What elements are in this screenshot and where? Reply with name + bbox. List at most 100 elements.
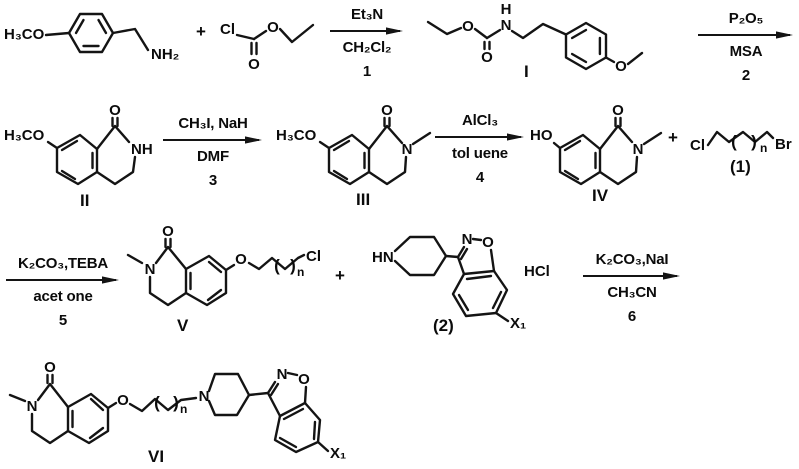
arrow-right-icon — [6, 276, 119, 284]
structure-carbamate-I: O O N H O — [426, 2, 644, 75]
repeat-n-label: n — [297, 265, 304, 279]
structure-phenol-IV: HO O N — [530, 102, 663, 186]
structure-4-methoxyphenethylamine: H₃CO NH₂ — [4, 12, 179, 63]
reagent-above: P₂O₅ — [728, 10, 764, 27]
lactam-n-label: N — [633, 141, 644, 158]
piperidine-hn-label: HN — [372, 249, 394, 266]
plus-sign: + — [335, 266, 345, 285]
hcl-salt-label: HCl — [524, 263, 550, 280]
isoxazole-n-label: N — [462, 231, 473, 248]
bonds — [393, 235, 510, 323]
ester-o-label: O — [462, 18, 474, 35]
carbonyl-o-label: O — [44, 359, 56, 376]
reaction-step-6: K₂CO₃,NaI CH₃CN 6 — [583, 251, 681, 325]
step-number: 5 — [58, 312, 68, 329]
lactam-n-label: N — [402, 141, 413, 158]
step-number: 2 — [741, 67, 751, 84]
bonds — [318, 116, 432, 186]
reagent-above: AlCl₃ — [462, 112, 498, 129]
bonds — [706, 130, 775, 147]
carbonyl-o-label: O — [162, 223, 174, 240]
hydroxy-label: HO — [530, 127, 553, 144]
step-number: 4 — [475, 169, 485, 186]
reaction-step-4: AlCl₃ tol uene 4 — [435, 112, 525, 186]
structure-ethyl-chloroformate: Cl O O — [220, 19, 315, 73]
compound-label-2: (2) — [433, 316, 454, 335]
structure-lactam-II: H₃CO O NH — [4, 102, 153, 186]
plus-sign: + — [668, 128, 678, 147]
n-methyl-n-label: N — [27, 398, 38, 415]
step-number: 6 — [627, 308, 637, 325]
carbonyl-o-label: O — [109, 102, 121, 119]
step-number: 3 — [208, 172, 218, 189]
reagent-below: tol uene — [452, 145, 508, 162]
lactam-nh-label: NH — [131, 141, 153, 158]
reaction-step-2: P₂O₅ MSA 2 — [698, 10, 794, 84]
carbonyl-o-label: O — [248, 56, 260, 73]
reagent-below: MSA — [729, 43, 763, 60]
isoxazole-o-label: O — [482, 234, 494, 251]
isoxazole-o-label: O — [298, 371, 310, 388]
arrow-right-icon — [163, 136, 262, 144]
amide-h-label: H — [501, 2, 512, 18]
reagent-below: CH₂Cl₂ — [342, 39, 392, 56]
bonds — [44, 12, 150, 54]
compound-label-III: III — [356, 190, 371, 209]
structure-lactam-III: H₃CO O N — [276, 102, 432, 186]
structure-dihaloalkane-1: Cl Br ( ) n — [690, 130, 792, 155]
ether-o-label: O — [235, 251, 247, 268]
reagent-below: DMF — [197, 148, 229, 165]
bromo-label: Br — [775, 136, 792, 153]
chloro-label: Cl — [306, 248, 321, 265]
chloro-label: Cl — [220, 21, 235, 38]
piperidine-n-label: N — [199, 388, 210, 405]
bonds — [126, 237, 306, 307]
structure-piperidinyl-benzisoxazole-2: HN N O X₁ HCl — [372, 231, 550, 332]
left-paren: ( — [731, 132, 737, 151]
methoxy-o-label: O — [615, 58, 627, 75]
reagent-below: CH₃CN — [607, 284, 657, 301]
bonds — [46, 116, 137, 186]
left-paren: ( — [274, 256, 280, 275]
x1-substituent-label: X₁ — [510, 315, 526, 332]
amide-n-label: N — [501, 17, 512, 34]
methoxy-label: H₃CO — [4, 127, 45, 144]
bonds — [8, 371, 330, 454]
ether-o-label: O — [117, 392, 129, 409]
bonds — [552, 116, 663, 186]
carbonyl-o-label: O — [481, 49, 493, 66]
structure-product-VI: N O O ( ) n N N O X₁ — [8, 359, 346, 462]
arrow-right-icon — [435, 133, 524, 141]
compound-label-V: V — [177, 316, 189, 335]
ester-o-label: O — [267, 19, 279, 36]
arrow-right-icon — [330, 27, 403, 35]
carbonyl-o-label: O — [381, 102, 393, 119]
compound-label-VI: VI — [148, 447, 165, 466]
repeat-n-label: n — [760, 141, 767, 155]
right-paren: ) — [751, 132, 757, 151]
amine-label: NH₂ — [151, 46, 179, 63]
methoxy-label: H₃CO — [276, 127, 317, 144]
x1-substituent-label: X₁ — [330, 445, 346, 462]
reagent-above: K₂CO₃,TEBA — [18, 255, 108, 272]
reagent-above: K₂CO₃,NaI — [595, 251, 669, 268]
compound-label-II: II — [80, 191, 90, 210]
left-paren: ( — [154, 393, 160, 412]
chloro-label: Cl — [690, 137, 705, 154]
reaction-step-1: Et₃N CH₂Cl₂ 1 — [330, 6, 404, 80]
carbonyl-o-label: O — [612, 102, 624, 119]
methoxy-label: H₃CO — [4, 26, 45, 43]
n-methyl-n-label: N — [145, 261, 156, 278]
plus-sign: + — [196, 22, 206, 41]
step-number: 1 — [362, 63, 372, 80]
reaction-step-3: CH₃I, NaH DMF 3 — [163, 115, 263, 189]
arrow-right-icon — [583, 272, 680, 280]
right-paren: ) — [173, 393, 179, 412]
isoxazole-n-label: N — [277, 366, 288, 383]
repeat-n-label: n — [180, 402, 187, 416]
bonds — [235, 23, 315, 56]
compound-label-I: I — [524, 62, 529, 81]
reagent-above: Et₃N — [351, 6, 383, 23]
compound-label-1: (1) — [730, 157, 751, 176]
